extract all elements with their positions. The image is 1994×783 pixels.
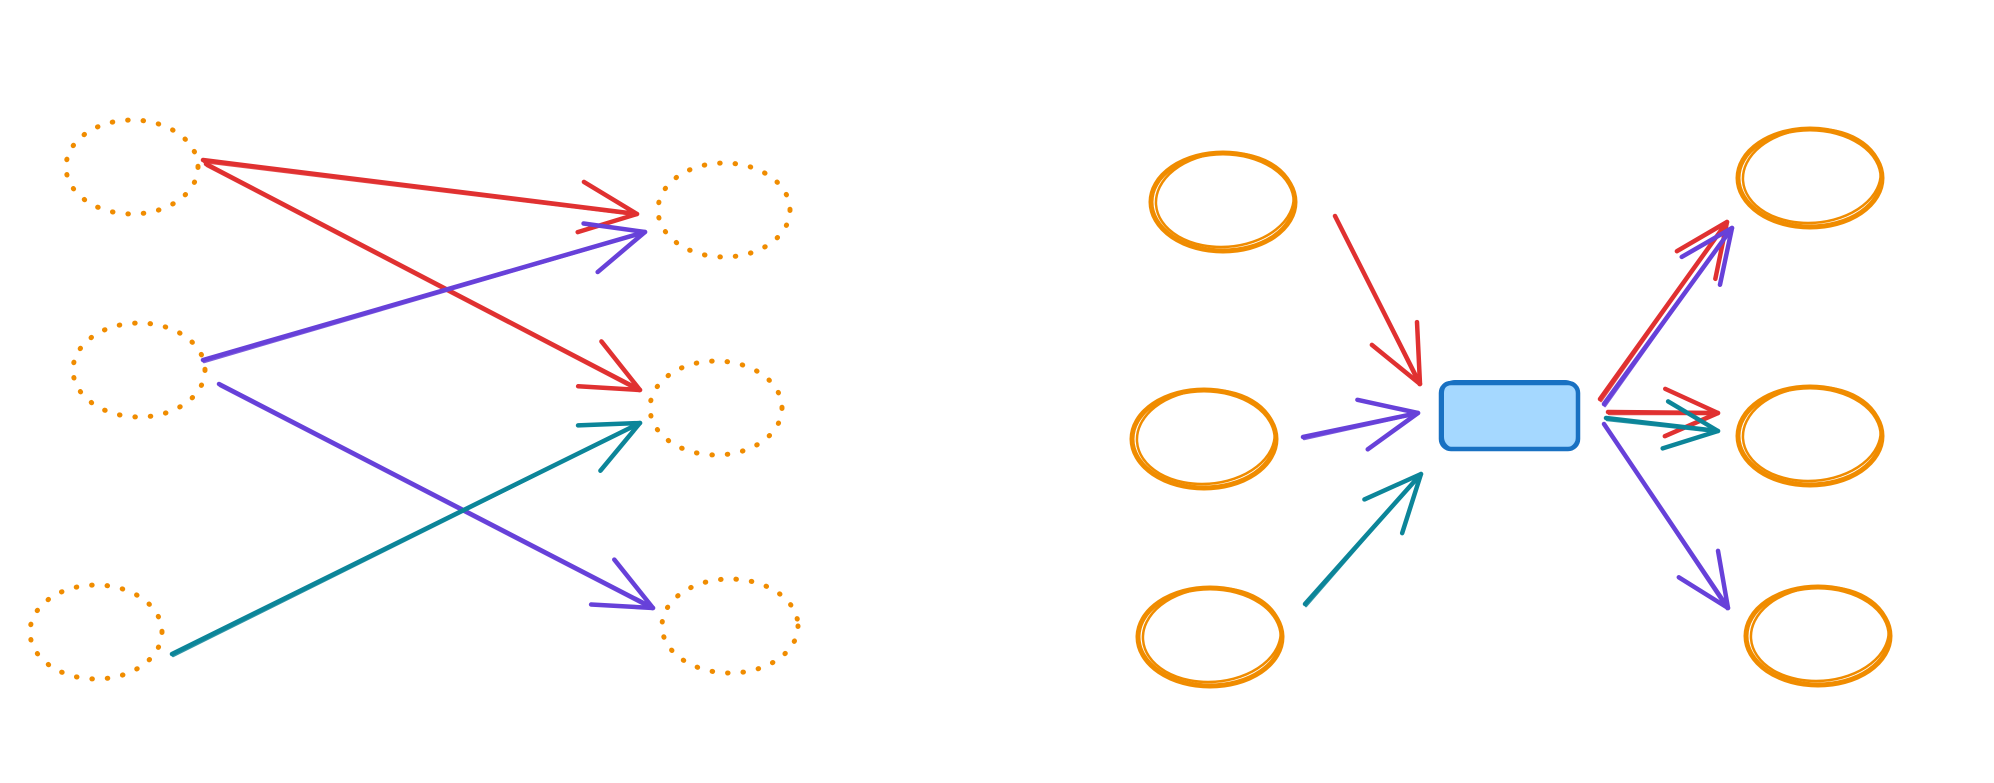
- right-edge-hub-to-target-3-purple: [1601, 421, 1731, 611]
- right-edge-source-3-to-hub-teal-shaft-sketch: [1304, 473, 1422, 608]
- right-node-target-2-sketch: [1741, 385, 1883, 483]
- left-node-source-1: [63, 117, 201, 217]
- right-edge-source-1-to-hub-red: [1332, 213, 1423, 387]
- right-node-source-2: [1129, 387, 1279, 491]
- right-node-target-2: [1735, 384, 1885, 488]
- right-node-target-3-sketch: [1749, 585, 1891, 683]
- right-node-target-1-sketch: [1741, 127, 1883, 225]
- right-edge-source-2-to-hub-purple-head: [1355, 397, 1421, 452]
- right-node-source-3: [1135, 585, 1285, 689]
- right-edge-hub-to-target-3-purple-head: [1676, 548, 1731, 611]
- right-edge-hub-to-target-3-purple-shaft-sketch: [1603, 424, 1729, 611]
- right-node-source-2-outline: [1129, 387, 1279, 491]
- right-edge-source-2-to-hub-purple: [1300, 397, 1421, 452]
- right-node-source-1-sketch: [1154, 151, 1296, 249]
- right-node-target-1-outline: [1735, 126, 1885, 230]
- hub-rect: [1438, 380, 1581, 452]
- right-node-source-3-sketch: [1141, 586, 1283, 684]
- left-edge-source-3-to-target-2-teal: [169, 420, 643, 658]
- right-panel: [1129, 126, 1893, 689]
- left-edge-source-2-to-target-1-purple-shaft-sketch: [202, 231, 646, 364]
- right-edge-source-3-to-hub-teal: [1302, 471, 1424, 608]
- left-edge-source-2-to-target-3-purple-shaft-sketch: [218, 384, 654, 611]
- left-edge-source-1-to-target-2-red: [203, 161, 643, 393]
- left-node-source-2: [70, 320, 208, 420]
- right-edge-hub-to-target-1-purple-head: [1679, 225, 1735, 287]
- left-nodes: [27, 117, 801, 682]
- right-edge-hub-to-target-1-purple-shaft-sketch: [1603, 227, 1733, 408]
- right-edges: [1300, 213, 1735, 611]
- right-node-target-3: [1743, 584, 1893, 688]
- right-node-source-1: [1148, 150, 1298, 254]
- left-node-target-3: [659, 576, 801, 676]
- left-edge-source-1-to-target-2-red-shaft-sketch: [205, 164, 641, 393]
- left-edge-source-2-to-target-3-purple-shaft: [216, 381, 656, 611]
- left-edges: [169, 157, 656, 658]
- right-node-target-1: [1735, 126, 1885, 230]
- hub-rect-sketch: [1442, 380, 1578, 450]
- left-node-source-3: [27, 582, 165, 682]
- right-edge-source-1-to-hub-red-head: [1369, 319, 1423, 387]
- right-node-source-1-outline: [1148, 150, 1298, 254]
- right-edge-hub-to-target-1-red-head: [1674, 219, 1730, 282]
- right-edge-hub-to-target-2-teal-shaft-sketch: [1605, 418, 1719, 434]
- left-panel: [27, 117, 801, 682]
- left-edge-source-1-to-target-1-red-shaft-sketch: [202, 160, 638, 217]
- left-edge-source-2-to-target-3-purple: [216, 381, 656, 611]
- right-node-target-2-outline: [1735, 384, 1885, 488]
- left-node-target-2: [647, 358, 785, 458]
- left-edge-source-1-to-target-2-red-shaft: [203, 161, 643, 393]
- right-edge-hub-to-target-1-red: [1597, 219, 1730, 403]
- left-edge-source-2-to-target-1-purple-head: [581, 221, 648, 275]
- right-edge-source-1-to-hub-red-shaft-sketch: [1334, 216, 1421, 387]
- hub-node: [1438, 380, 1581, 452]
- right-edge-source-2-to-hub-purple-shaft-sketch: [1302, 412, 1419, 441]
- right-nodes: [1129, 126, 1893, 689]
- right-edge-hub-to-target-2-teal-head: [1660, 399, 1721, 451]
- right-edge-hub-to-target-1-purple: [1601, 225, 1735, 408]
- left-edge-source-2-to-target-1-purple: [200, 221, 648, 364]
- left-edge-source-1-to-target-2-red-head: [575, 339, 643, 393]
- right-edge-hub-to-target-2-teal: [1603, 399, 1721, 451]
- right-node-source-2-sketch: [1135, 388, 1277, 486]
- right-node-source-3-outline: [1135, 585, 1285, 689]
- right-node-target-3-outline: [1743, 584, 1893, 688]
- right-edge-source-3-to-hub-teal-head: [1362, 471, 1424, 536]
- right-edge-hub-to-target-1-red-shaft-sketch: [1599, 221, 1728, 403]
- left-edge-source-3-to-target-2-teal-shaft-sketch: [171, 422, 641, 658]
- left-edge-source-3-to-target-2-teal-head: [575, 420, 643, 473]
- left-node-target-1: [655, 160, 793, 260]
- left-edge-source-2-to-target-3-purple-head: [588, 557, 656, 611]
